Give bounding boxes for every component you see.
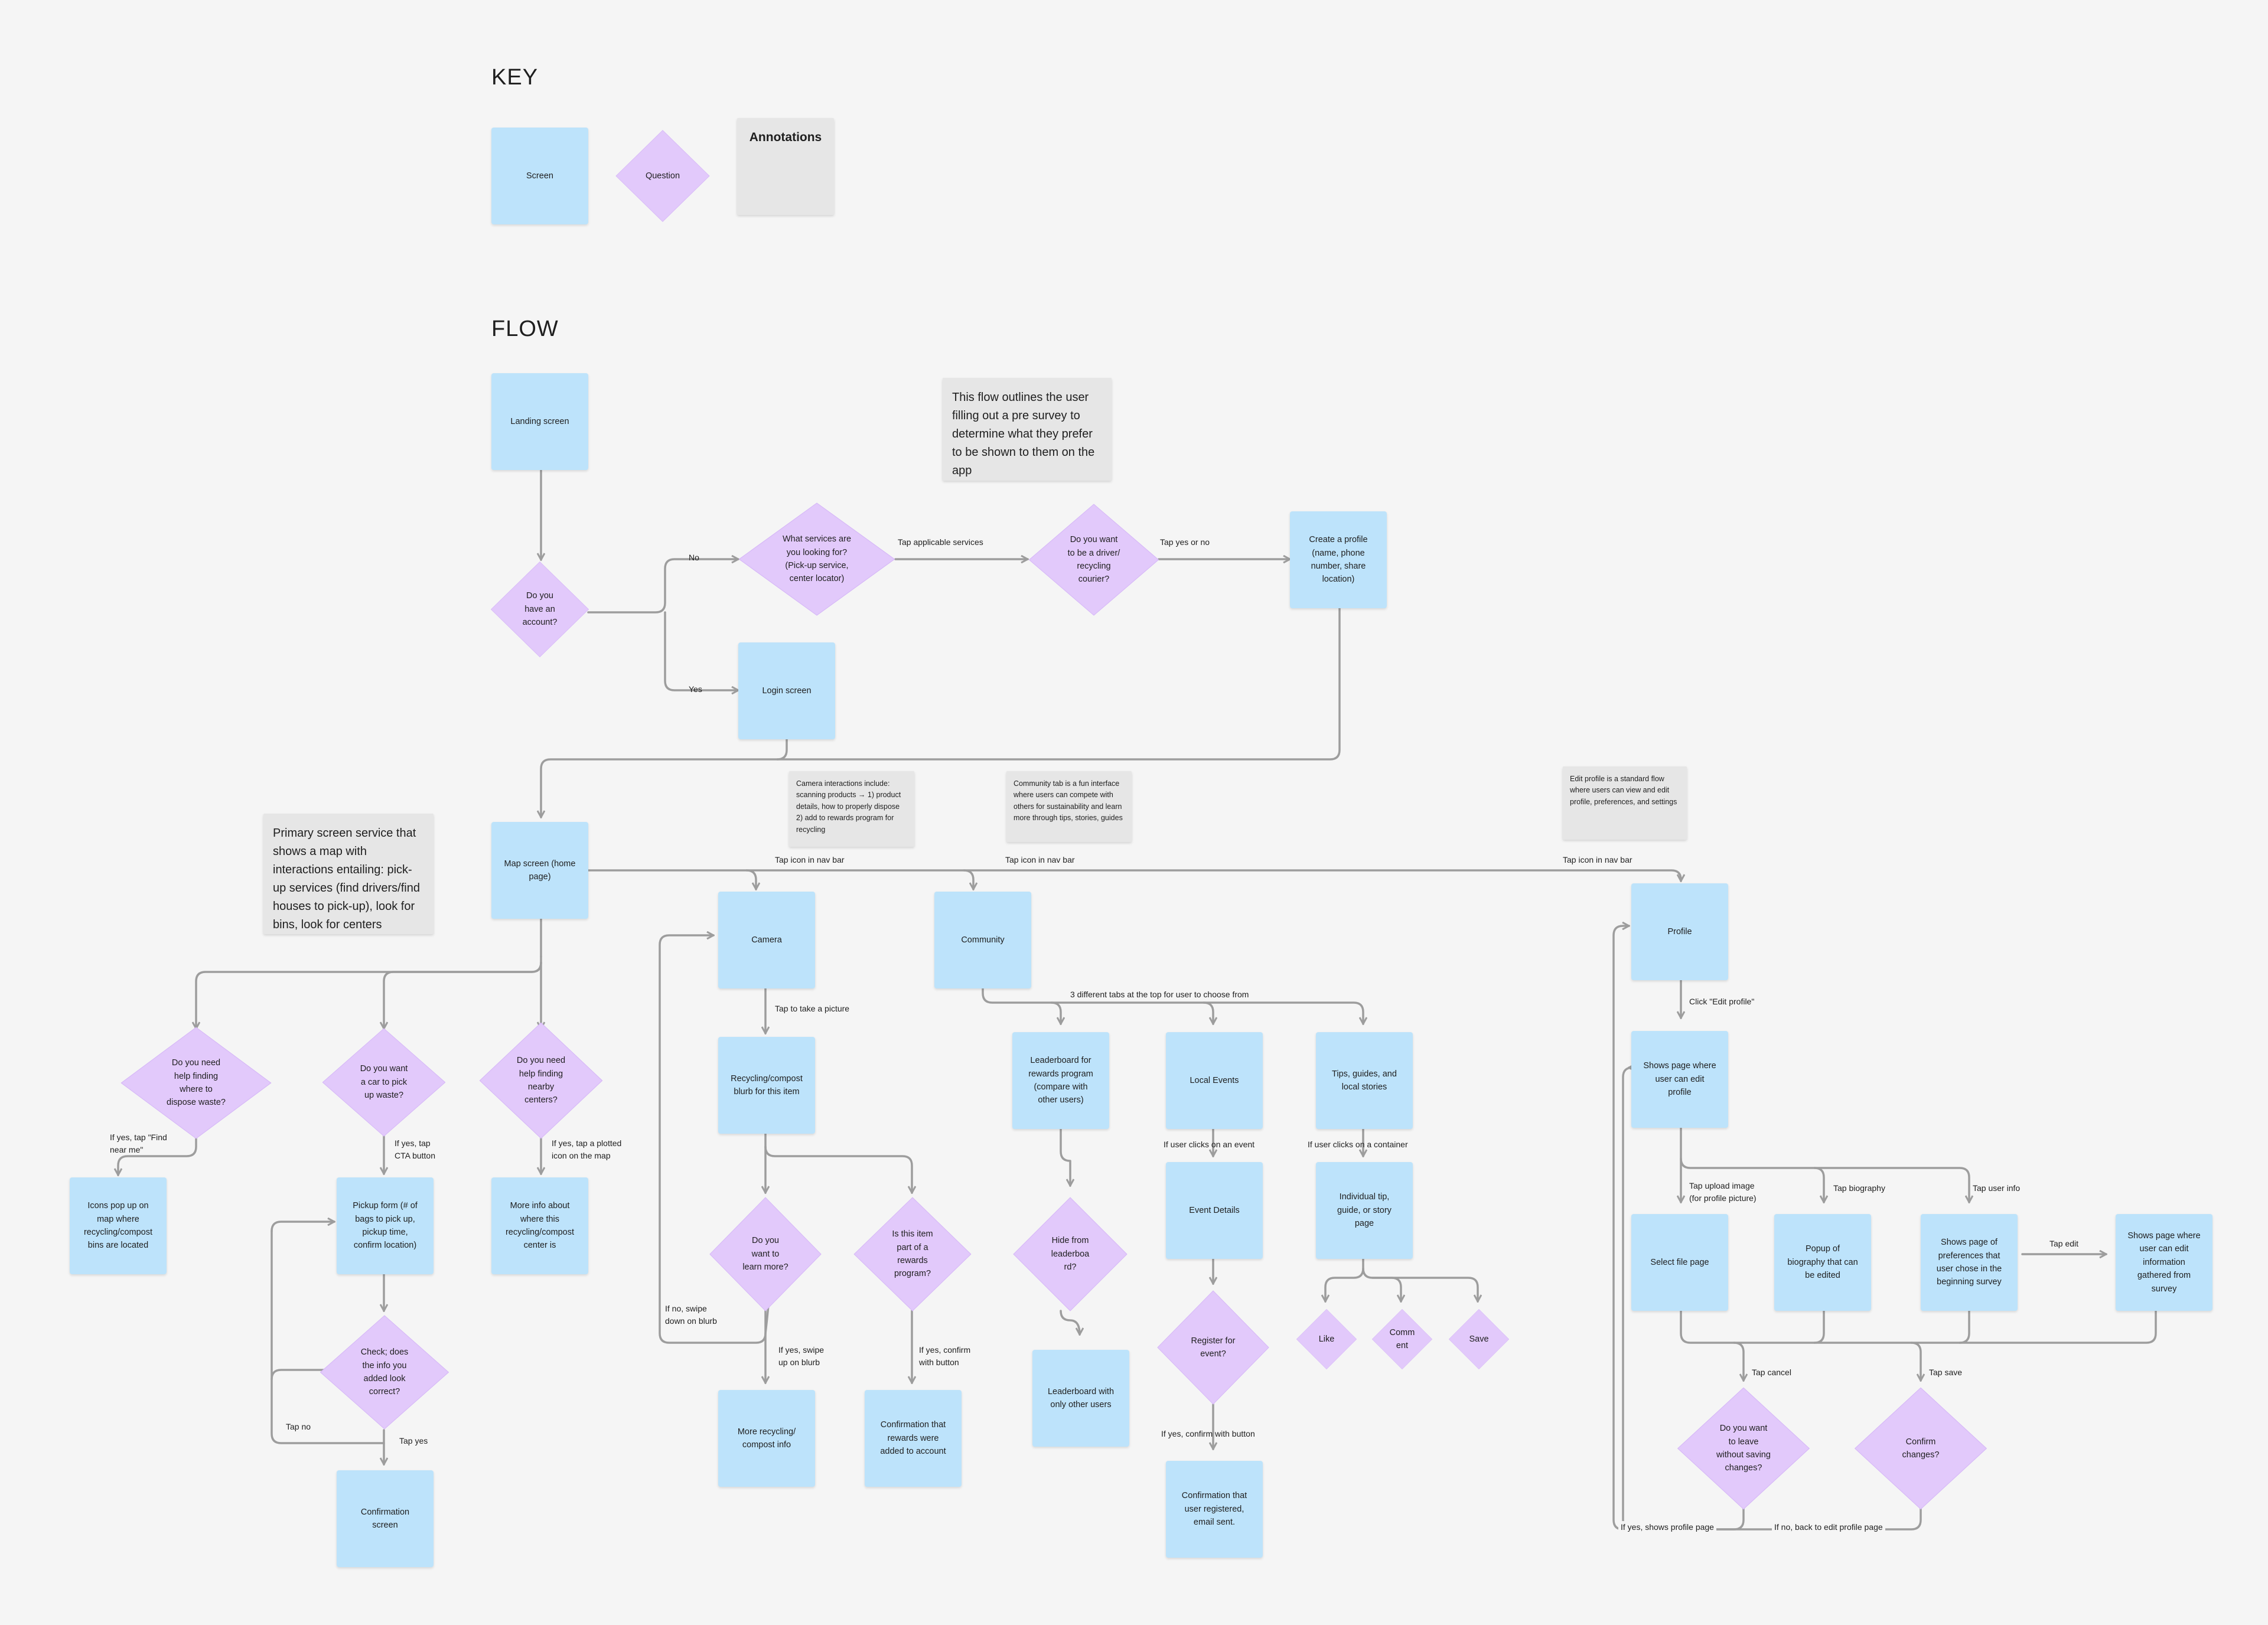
label-tap-services: Tap applicable services bbox=[898, 537, 983, 547]
label-tap-save: Tap save bbox=[1929, 1368, 1963, 1377]
node-preferences[interactable]: Shows page of preferences that user chos… bbox=[1921, 1214, 2018, 1311]
label-back-edit: If no, back to edit profile page bbox=[1772, 1521, 1885, 1533]
label-confirm-with-button: If yes, confirm with button bbox=[1161, 1429, 1255, 1438]
label-clicks-event: If user clicks on an event bbox=[1164, 1140, 1255, 1149]
key-heading: KEY bbox=[491, 65, 539, 90]
node-recycling-blurb[interactable]: Recycling/compost blurb for this item bbox=[718, 1037, 815, 1134]
node-create-profile[interactable]: Create a profile (name, phone number, sh… bbox=[1290, 511, 1387, 608]
node-camera[interactable]: Camera bbox=[718, 892, 815, 988]
label-swipe-up: If yes, swipe up on blurb bbox=[778, 1345, 825, 1367]
node-learn-question[interactable]: Do you want to learn more? bbox=[708, 1195, 823, 1313]
node-like[interactable]: Like bbox=[1295, 1307, 1358, 1371]
node-confirm-changes-question[interactable]: Confirm changes? bbox=[1852, 1385, 1989, 1512]
flow-heading: FLOW bbox=[491, 316, 559, 341]
node-local-events[interactable]: Local Events bbox=[1166, 1032, 1263, 1129]
label-swipe-down: If no, swipe down on blurb bbox=[665, 1304, 717, 1326]
label-nav-camera: Tap icon in nav bar bbox=[775, 855, 845, 864]
node-map-screen[interactable]: Map screen (home page) bbox=[491, 822, 588, 919]
label-shows-profile: If yes, shows profile page bbox=[1618, 1521, 1716, 1533]
node-edit-survey-info[interactable]: Shows page where user can edit informati… bbox=[2116, 1214, 2212, 1311]
node-individual-tip[interactable]: Individual tip, guide, or story page bbox=[1316, 1162, 1413, 1259]
node-have-account[interactable]: Do you have an account? bbox=[489, 560, 591, 659]
label-tap-cancel: Tap cancel bbox=[1752, 1368, 1791, 1377]
node-login-screen[interactable]: Login screen bbox=[738, 642, 835, 739]
node-biography-popup[interactable]: Popup of biography that can be edited bbox=[1774, 1214, 1871, 1311]
node-check-question[interactable]: Check; does the info you added look corr… bbox=[318, 1313, 451, 1431]
node-profile[interactable]: Profile bbox=[1631, 883, 1728, 980]
label-no: No bbox=[689, 553, 699, 562]
key-screen: Screen bbox=[491, 128, 588, 224]
node-comment[interactable]: Comm ent bbox=[1370, 1307, 1434, 1371]
label-plotted: If yes, tap a plotted icon on the map bbox=[552, 1138, 622, 1160]
key-annotations: Annotations bbox=[737, 118, 834, 215]
label-take-picture: Tap to take a picture bbox=[775, 1004, 850, 1013]
label-confirm-button: If yes, confirm with button bbox=[919, 1345, 971, 1367]
node-more-info[interactable]: More recycling/ compost info bbox=[718, 1390, 815, 1487]
node-leaderboard-only-others[interactable]: Leaderboard with only other users bbox=[1032, 1350, 1129, 1447]
node-pickup-form[interactable]: Pickup form (# of bags to pick up, picku… bbox=[337, 1177, 434, 1274]
node-car-question[interactable]: Do you want a car to pick up waste? bbox=[320, 1026, 448, 1138]
node-driver-question[interactable]: Do you want to be a driver/ recycling co… bbox=[1027, 502, 1161, 618]
note-presurvey: This flow outlines the user filling out … bbox=[943, 378, 1112, 481]
label-nav-community: Tap icon in nav bar bbox=[1005, 855, 1075, 864]
label-nav-profile: Tap icon in nav bar bbox=[1563, 855, 1632, 864]
node-icons-popup[interactable]: Icons pop up on map where recycling/comp… bbox=[70, 1177, 167, 1274]
node-leaderboard[interactable]: Leaderboard for rewards program (compare… bbox=[1012, 1032, 1109, 1129]
node-landing-screen[interactable]: Landing screen bbox=[491, 373, 588, 470]
label-clicks-container: If user clicks on a container bbox=[1308, 1140, 1408, 1149]
label-tap-no: Tap no bbox=[286, 1422, 311, 1431]
node-event-details[interactable]: Event Details bbox=[1166, 1162, 1263, 1259]
label-cta: If yes, tap CTA button bbox=[395, 1138, 436, 1160]
label-tap-yes-no: Tap yes or no bbox=[1160, 537, 1210, 547]
label-three-tabs: 3 different tabs at the top for user to … bbox=[1070, 990, 1249, 999]
node-select-file[interactable]: Select file page bbox=[1631, 1214, 1728, 1311]
node-confirmation-screen[interactable]: Confirmation screen bbox=[337, 1470, 434, 1567]
node-leave-question[interactable]: Do you want to leave without saving chan… bbox=[1675, 1385, 1812, 1512]
node-rewards-confirmation[interactable]: Confirmation that rewards were added to … bbox=[865, 1390, 962, 1487]
node-save[interactable]: Save bbox=[1447, 1307, 1511, 1371]
label-find-near-me: If yes, tap "Find near me" bbox=[110, 1133, 167, 1154]
label-yes: Yes bbox=[689, 684, 702, 694]
node-event-confirmation[interactable]: Confirmation that user registered, email… bbox=[1166, 1461, 1263, 1558]
node-edit-profile[interactable]: Shows page where user can edit profile bbox=[1631, 1031, 1728, 1128]
note-community: Community tab is a fun interface where u… bbox=[1006, 771, 1132, 842]
node-hide-leaderboard-question[interactable]: Hide from leaderboa rd? bbox=[1011, 1195, 1129, 1313]
node-dispose-question[interactable]: Do you need help finding where to dispos… bbox=[118, 1025, 274, 1141]
note-camera: Camera interactions include: scanning pr… bbox=[789, 771, 914, 847]
label-tap-yes: Tap yes bbox=[399, 1436, 428, 1445]
note-edit-profile: Edit profile is a standard flow where us… bbox=[1563, 766, 1687, 840]
node-center-info[interactable]: More info about where this recycling/com… bbox=[491, 1177, 588, 1274]
node-community[interactable]: Community bbox=[934, 892, 1031, 988]
label-tap-edit: Tap edit bbox=[2049, 1239, 2079, 1248]
node-register-question[interactable]: Register for event? bbox=[1155, 1288, 1271, 1407]
node-rewards-question[interactable]: Is this item part of a rewards program? bbox=[852, 1195, 973, 1313]
node-tips-guides[interactable]: Tips, guides, and local stories bbox=[1316, 1032, 1413, 1129]
label-upload-image: Tap upload image (for profile picture) bbox=[1689, 1181, 1757, 1203]
node-services-question[interactable]: What services are you looking for? (Pick… bbox=[736, 501, 898, 618]
note-primary-screen: Primary screen service that shows a map … bbox=[263, 814, 434, 934]
node-centers-question[interactable]: Do you need help finding nearby centers? bbox=[477, 1020, 605, 1141]
label-tap-biography: Tap biography bbox=[1833, 1183, 1885, 1193]
label-tap-user-info: Tap user info bbox=[1973, 1183, 2021, 1193]
key-question: Question bbox=[612, 126, 713, 226]
label-click-edit: Click "Edit profile" bbox=[1689, 997, 1755, 1006]
